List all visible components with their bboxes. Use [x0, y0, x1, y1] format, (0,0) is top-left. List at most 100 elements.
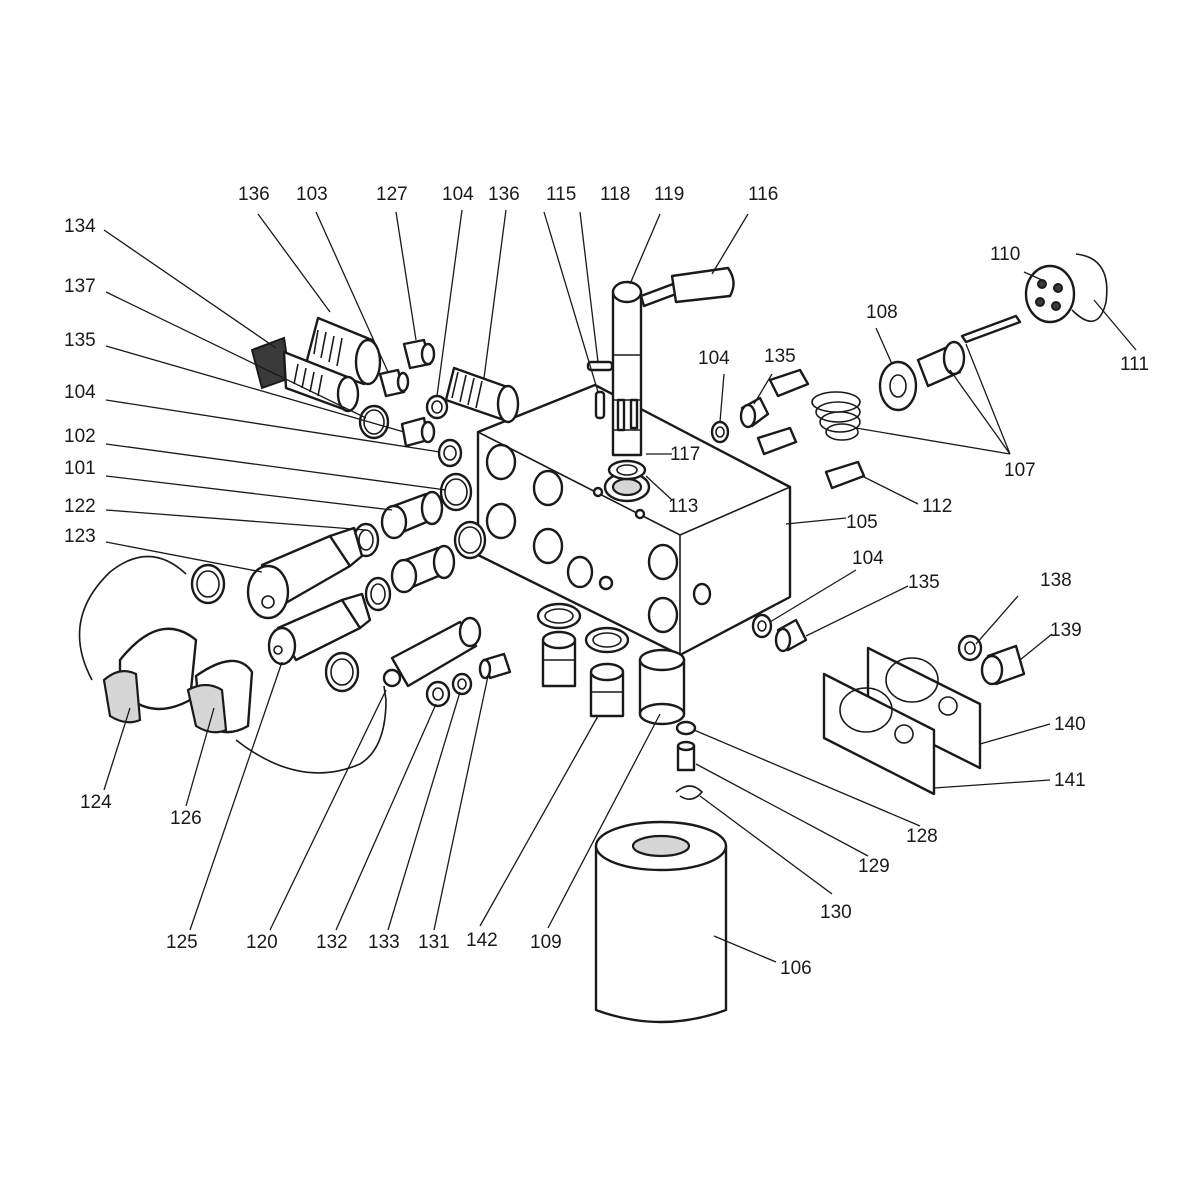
callout-122: 122	[64, 496, 96, 517]
o-ring-tether-lower	[324, 651, 360, 693]
leader-lines	[103, 209, 1137, 963]
callout-103: 103	[296, 184, 328, 205]
plug-131	[478, 652, 512, 680]
callout-140: 140	[1054, 714, 1086, 735]
manifold-block	[476, 383, 792, 657]
callout-105: 105	[846, 512, 878, 533]
callout-102: 102	[64, 426, 96, 447]
callout-109: 109	[530, 932, 562, 953]
callout-129: 129	[858, 856, 890, 877]
gasket-140	[866, 646, 982, 770]
callout-106: 106	[780, 958, 812, 979]
cartridge-134	[250, 336, 360, 413]
seal-113	[607, 459, 647, 481]
sleeve-109	[638, 648, 686, 726]
washer-104-side	[437, 438, 463, 468]
gasket-141	[822, 672, 936, 796]
seal-upper-142	[536, 602, 582, 630]
snap-ring-130	[675, 785, 704, 800]
dust-cap-124	[102, 627, 198, 724]
dowel-upper	[768, 368, 810, 398]
pin-118	[586, 360, 614, 372]
nut-132	[425, 680, 451, 708]
callout-136: 136	[238, 184, 270, 205]
washer-104-right	[710, 420, 730, 444]
o-ring-102b	[453, 520, 487, 560]
callout-108: 108	[866, 302, 898, 323]
spring-107	[811, 391, 861, 441]
plug-135-lower	[774, 618, 808, 653]
poppet-107	[916, 340, 966, 388]
coupler-123	[246, 526, 364, 620]
relief-valve-120	[382, 616, 482, 688]
callout-138: 138	[1040, 570, 1072, 591]
callout-104: 104	[442, 184, 474, 205]
rod-107	[960, 314, 1022, 344]
filter-106	[594, 820, 728, 1024]
nut-138	[957, 634, 983, 662]
disc-110	[1024, 264, 1076, 324]
plug-135-left	[400, 416, 436, 448]
callout-142: 142	[466, 930, 498, 951]
o-ring-102	[439, 472, 473, 512]
callout-115: 115	[546, 184, 576, 205]
callout-139: 139	[1050, 620, 1082, 641]
fitting-139	[980, 644, 1026, 686]
callout-132: 132	[316, 932, 348, 953]
callout-110: 110	[990, 244, 1020, 265]
washer-104-lower	[751, 613, 773, 639]
callout-127: 127	[376, 184, 408, 205]
dust-cap-126	[186, 659, 254, 734]
seal-lower-142	[584, 626, 630, 654]
pin-129	[676, 740, 696, 772]
callout-104: 104	[64, 382, 96, 403]
callout-128: 128	[906, 826, 938, 847]
callout-112: 112	[922, 496, 952, 517]
fitting-142-left	[541, 630, 577, 688]
callout-131: 131	[418, 932, 450, 953]
fitting-142-right	[589, 662, 625, 718]
callout-135: 135	[764, 346, 796, 367]
callout-123: 123	[64, 526, 96, 547]
o-ring-122-lower	[364, 576, 392, 612]
callout-116: 116	[748, 184, 778, 205]
callout-130: 130	[820, 902, 852, 923]
pin-115	[594, 390, 606, 420]
dowel-middle	[756, 426, 798, 456]
callout-134: 134	[64, 216, 96, 237]
control-lever	[611, 266, 735, 457]
callout-104: 104	[852, 548, 884, 569]
callout-107: 107	[1004, 460, 1036, 481]
callout-117: 117	[670, 444, 700, 465]
callout-141: 141	[1054, 770, 1086, 791]
washer-108	[878, 360, 918, 412]
o-ring-128	[675, 720, 697, 736]
callout-101: 101	[64, 458, 96, 479]
washer-104-top	[425, 394, 449, 420]
callout-137: 137	[64, 276, 96, 297]
callout-111: 111	[1120, 354, 1149, 375]
callout-labels: 136 103 127 104 136 115 118 119 116 134 …	[64, 184, 1149, 979]
callout-126: 126	[170, 808, 202, 829]
callout-104: 104	[698, 348, 730, 369]
callout-124: 124	[80, 792, 112, 813]
fitting-101-lower	[390, 544, 456, 594]
fitting-127	[402, 338, 436, 370]
pin-112	[824, 460, 866, 490]
callout-118: 118	[600, 184, 630, 205]
callout-119: 119	[654, 184, 684, 205]
plug-135-right	[739, 396, 770, 429]
washer-133	[451, 672, 473, 696]
callout-133: 133	[368, 932, 400, 953]
snap-ring-111	[1071, 253, 1108, 322]
tether-cable	[78, 555, 387, 774]
callout-136: 136	[488, 184, 520, 205]
callout-125: 125	[166, 932, 198, 953]
coupler-125	[267, 592, 372, 666]
callout-113: 113	[668, 496, 698, 517]
fitting-103	[378, 368, 410, 398]
cartridge-136-right	[444, 366, 520, 424]
o-ring-tether-upper	[190, 563, 226, 605]
callout-135: 135	[64, 330, 96, 351]
